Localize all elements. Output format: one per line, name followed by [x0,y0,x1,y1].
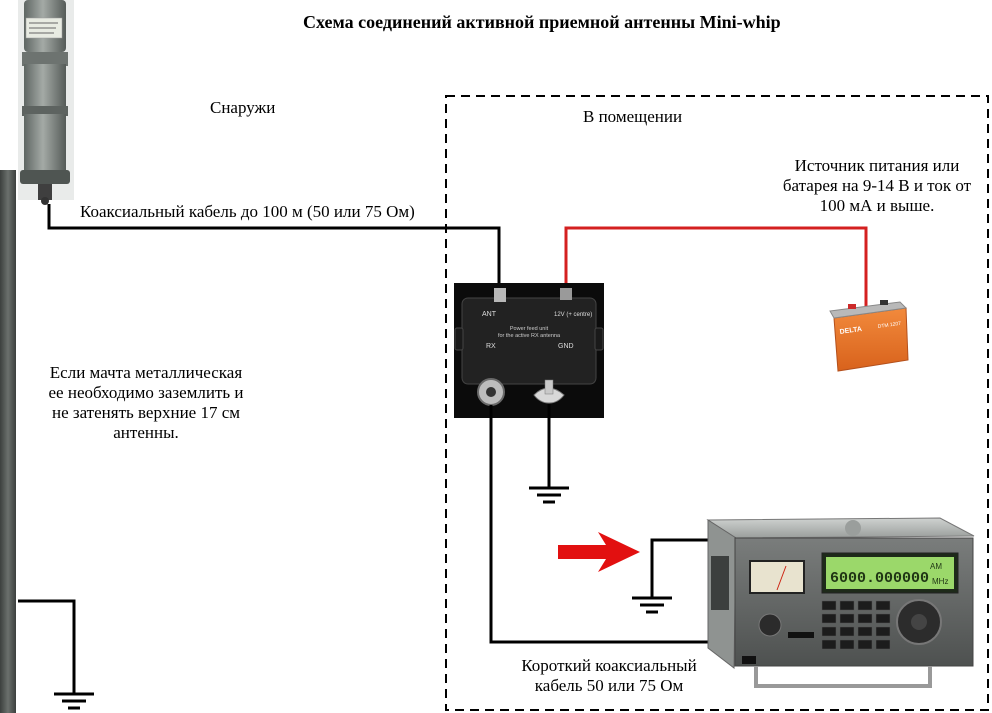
mast [0,170,16,713]
short-coax-line-1: Короткий коаксиальный [521,656,697,675]
power-note-line-2: батарея на 9-14 В и ток от [782,176,972,195]
receiver-ground-wire [650,538,716,598]
mast-note: Если мачта металлическая ее необходимо з… [28,363,264,443]
mast-ground-wire [18,599,76,694]
short-coax-note: Короткий коаксиальный кабель 50 или 75 О… [506,656,712,696]
mast-ground-symbol-icon [54,692,94,710]
mast-note-line-3: не затенять верхние 17 см [51,403,241,422]
feed-desc-line-2: for the active RX antenna [498,333,561,339]
battery-icon: DELTA DTM 1207 [829,300,909,372]
power-wire [564,226,868,306]
mast-note-line-1: Если мачта металлическая [49,363,243,382]
outside-label: Снаружи [210,98,276,117]
indoor-region-boundary [445,95,989,711]
antenna-image [18,0,74,205]
radio-receiver-icon: 6000.000000 AM MHz [706,517,975,688]
gnd-port-label: GND [558,343,574,350]
battery-model: DTM 1207 [877,321,901,330]
short-coax-line-2: кабель 50 или 75 Ом [534,676,684,695]
mast-note-line-4: антенны. [113,423,179,442]
coax-long-label: Коаксиальный кабель до 100 м (50 или 75 … [80,202,415,221]
diagram-title: Схема соединений активной приемной антен… [303,12,781,32]
ant-port-label: ANT [482,311,497,318]
power-port-label: 12V (+ centre) [554,312,592,318]
short-coax-cable [489,405,735,644]
rx-port-label: RX [486,343,496,350]
power-feed-unit: ANT 12V (+ centre) Power feed unit for t… [454,283,604,418]
power-source-note: Источник питания или батарея на 9-14 В и… [772,156,982,216]
receiver-frequency: 6000.000000 [830,570,929,587]
feed-ground-symbol-icon [529,486,569,504]
power-note-line-1: Источник питания или [794,156,960,175]
receiver-ground-symbol-icon [632,596,672,614]
long-coax-cable [47,204,501,286]
receiver-keypad [821,600,891,650]
receiver-mode: AM [930,562,942,571]
power-note-line-3: 100 мА и выше. [819,196,935,215]
battery-brand: DELTA [839,326,862,336]
mast-note-line-2: ее необходимо заземлить и [48,383,244,402]
indoor-label: В помещении [583,107,683,126]
feed-desc-line-1: Power feed unit [510,326,549,332]
receiver-unit: MHz [932,577,948,586]
red-arrow-icon [558,532,640,572]
